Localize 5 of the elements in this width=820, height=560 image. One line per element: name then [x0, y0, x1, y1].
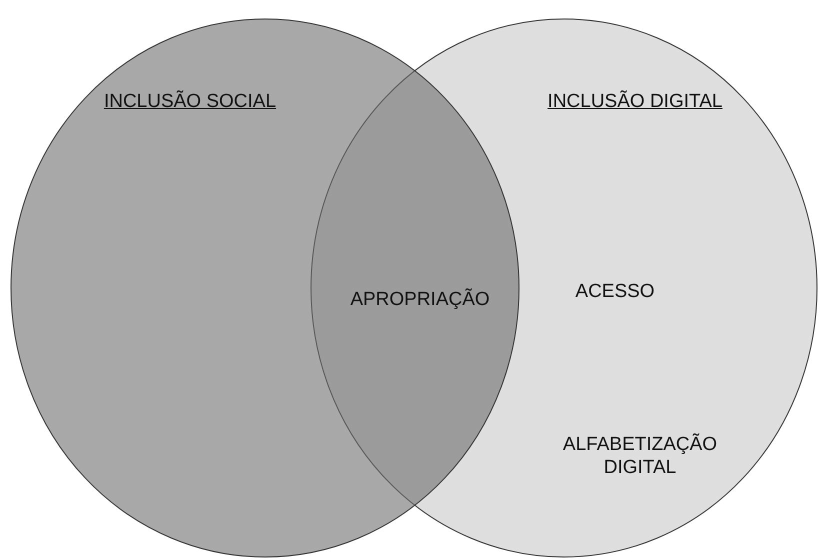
set-item: ACESSO [574, 280, 656, 303]
set-heading: INCLUSÃO DIGITAL [546, 90, 724, 113]
set-item: ALFABETIZAÇÃO DIGITAL [562, 433, 718, 479]
overlap-label: APROPRIAÇÃO [349, 288, 491, 311]
set-heading: INCLUSÃO SOCIAL [102, 90, 278, 113]
